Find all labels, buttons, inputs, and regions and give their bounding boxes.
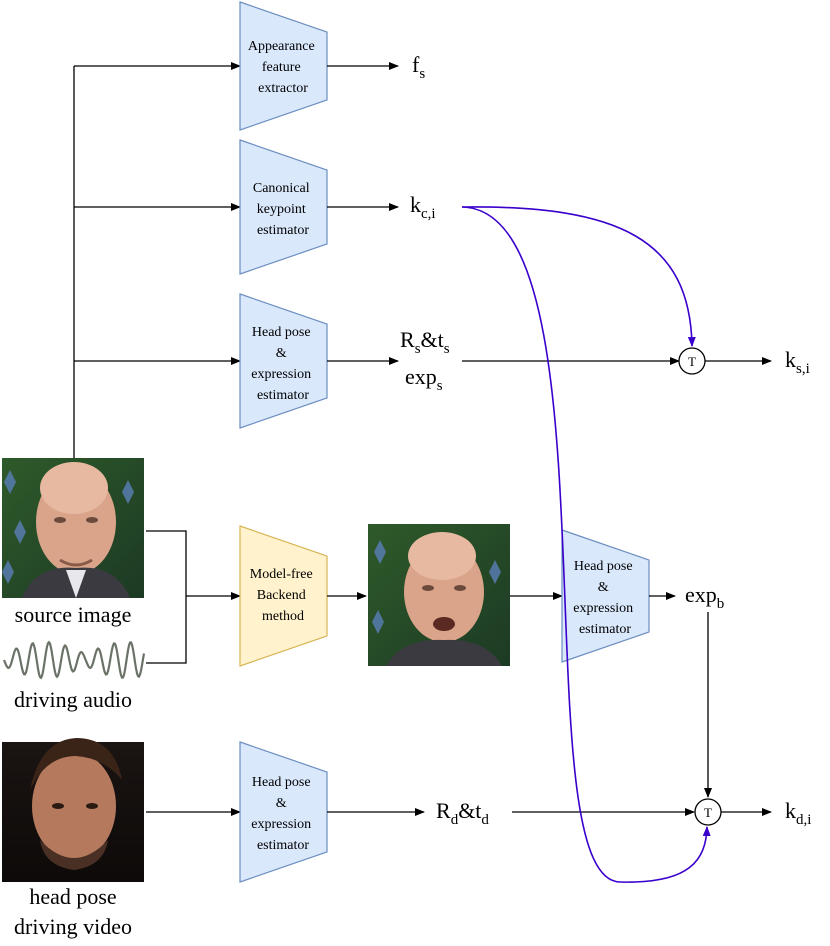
backend-line2: Backend: [257, 588, 306, 603]
headpose-drv-line1: Head pose: [252, 775, 311, 790]
source-branch-lines: [73, 62, 241, 458]
backend-line1: Model-free: [250, 567, 313, 582]
driving-video-image: [2, 738, 144, 882]
backend-line3: method: [262, 609, 304, 624]
headpose-drv-line4: estimator: [257, 838, 309, 853]
svg-text:Head pose & expres: Head pose & expression estimator: [251, 775, 314, 853]
canonical-line2: keypoint: [257, 202, 306, 217]
driving-audio-waveform: [2, 640, 146, 680]
headpose-src-line4: estimator: [257, 388, 309, 403]
backend-input-lines: [146, 530, 241, 664]
appearance-line1: Appearance: [248, 39, 315, 54]
headpose-mid-line1: Head pose: [574, 559, 633, 574]
canonical-keypoint-estimator: Canonical keypoint estimator: [239, 139, 328, 275]
kci-to-source-transform: [461, 206, 696, 347]
caption-video-line2: driving video: [14, 914, 132, 939]
headpose-src-line2: &: [276, 346, 287, 361]
svg-text:Head pose & expres: Head pose & expression estimator: [251, 325, 314, 403]
caption-driving-audio: driving audio: [14, 687, 132, 712]
canonical-line3: estimator: [257, 223, 309, 238]
backend-output-image: [368, 524, 510, 666]
output-rd-td: Rd&td: [436, 798, 489, 828]
headpose-src-line3: expression: [251, 367, 311, 382]
svg-text:Canonical keypoint: Canonical keypoint estimator: [253, 181, 313, 238]
canonical-line1: Canonical: [253, 181, 310, 196]
headpose-estimator-source: Head pose & expression estimator: [239, 293, 328, 429]
headpose-drv-line2: &: [276, 796, 287, 811]
output-kci: kc,i: [410, 192, 436, 222]
svg-text:Appearance feature: Appearance feature extractor: [248, 39, 318, 96]
svg-text:Model-free Backend: Model-free Backend method: [250, 567, 316, 624]
caption-video-line1: head pose: [29, 884, 116, 909]
transform-node-driving: T: [694, 798, 722, 826]
output-kdi: kd,i: [785, 798, 811, 828]
output-expb: expb: [685, 582, 724, 612]
t-label-driving: T: [704, 805, 712, 820]
headpose-mid-line4: estimator: [579, 622, 631, 637]
headpose-mid-line3: expression: [573, 601, 633, 616]
kci-to-driving-transform: [461, 206, 711, 883]
svg-text:Head pose & expres: Head pose & expression estimator: [573, 559, 636, 637]
headpose-estimator-backend: Head pose & expression estimator: [561, 529, 650, 663]
model-free-backend-method: Model-free Backend method: [239, 525, 328, 667]
appearance-line2: feature: [262, 60, 301, 75]
t-label-source: T: [688, 354, 696, 369]
source-image: [2, 458, 144, 598]
output-ksi: ks,i: [785, 347, 810, 377]
headpose-mid-line2: &: [598, 580, 609, 595]
appearance-feature-extractor: Appearance feature extractor: [239, 1, 328, 131]
transform-node-source: T: [678, 347, 706, 375]
headpose-estimator-driving: Head pose & expression estimator: [239, 741, 328, 883]
caption-source-image: source image: [15, 602, 132, 627]
output-rs-ts: Rs&ts: [400, 327, 450, 357]
headpose-src-line1: Head pose: [252, 325, 311, 340]
appearance-line3: extractor: [258, 81, 308, 96]
headpose-drv-line3: expression: [251, 817, 311, 832]
output-exps: exps: [405, 364, 443, 394]
output-fs: fs: [412, 52, 425, 82]
